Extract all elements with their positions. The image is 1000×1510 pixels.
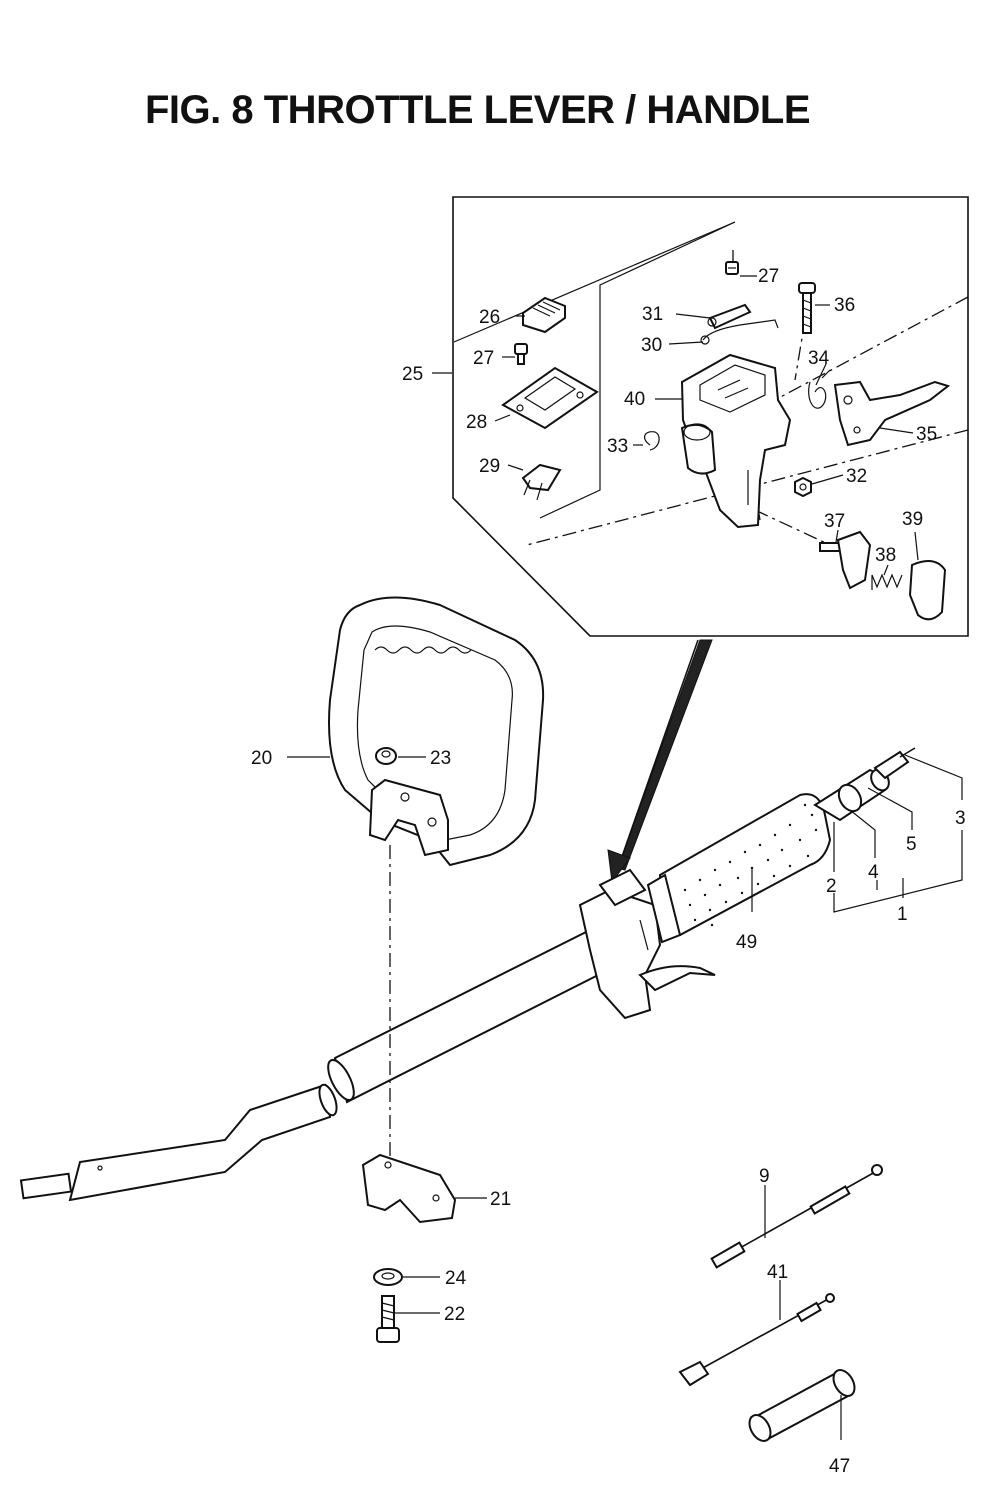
callout-31: 31 xyxy=(642,304,663,325)
callout-1: 1 xyxy=(897,904,908,925)
inset-pointer-arrow xyxy=(607,639,713,884)
callout-5: 5 xyxy=(906,834,917,855)
callout-20: 20 xyxy=(251,748,272,769)
grip-end-assembly xyxy=(813,747,916,822)
part-34-torsion-spring xyxy=(808,369,831,409)
callout-41: 41 xyxy=(767,1262,788,1283)
part-26-switch-knob xyxy=(522,296,566,334)
part-28-switch-plate xyxy=(501,366,599,430)
callout-4: 4 xyxy=(868,862,879,883)
callout-33: 33 xyxy=(607,436,628,457)
assembly-25-bracket xyxy=(539,221,736,519)
part-21-lower-clamp xyxy=(361,1153,457,1224)
callout-38: 38 xyxy=(875,545,896,566)
callout-26: 26 xyxy=(479,307,500,328)
part-41-stop-wire xyxy=(678,1293,835,1387)
callout-9: 9 xyxy=(759,1166,770,1187)
callout-25: 25 xyxy=(402,364,423,385)
callout-47: 47 xyxy=(829,1456,850,1477)
callout-40: 40 xyxy=(624,389,645,410)
part-49-grip xyxy=(646,793,832,944)
callout-37: 37 xyxy=(824,511,845,532)
callout-labels: 27 36 26 31 30 27 34 25 40 28 35 33 29 3… xyxy=(251,266,966,1477)
callout-35: 35 xyxy=(916,424,937,445)
part-35-throttle-trigger xyxy=(833,380,951,447)
part-39-lever-lock xyxy=(908,560,947,621)
part-36-long-screw xyxy=(798,282,816,334)
callout-2: 2 xyxy=(826,876,837,897)
callout-22: 22 xyxy=(444,1304,465,1325)
callout-27-left: 27 xyxy=(473,348,494,369)
part-27-screw-upper xyxy=(725,261,739,275)
part-32-nut xyxy=(794,476,812,498)
callout-36: 36 xyxy=(834,295,855,316)
part-38-spring xyxy=(871,573,903,590)
callout-34: 34 xyxy=(808,348,830,369)
callout-32: 32 xyxy=(846,466,867,487)
callout-27-upper: 27 xyxy=(758,266,779,287)
part-9-throttle-cable xyxy=(710,1164,883,1269)
callout-39: 39 xyxy=(902,509,923,530)
part-24-washer xyxy=(373,1268,403,1286)
leader-lines xyxy=(287,275,963,1440)
handle-clamp-upper xyxy=(368,778,449,857)
callout-23: 23 xyxy=(430,748,451,769)
grip-texture xyxy=(683,803,818,927)
part-27-screw-left xyxy=(514,343,528,365)
callout-24: 24 xyxy=(445,1268,467,1289)
part-29-contact-spring xyxy=(521,463,562,501)
part-47-tube xyxy=(748,1369,856,1442)
part-33-e-clip xyxy=(643,431,660,451)
callout-21: 21 xyxy=(490,1189,511,1210)
callout-3: 3 xyxy=(955,808,966,829)
part-23-nut xyxy=(375,747,397,765)
part-31-clip xyxy=(707,303,752,330)
part-37-pin xyxy=(819,530,872,590)
throttle-housing-assembled xyxy=(578,868,716,1020)
callout-29: 29 xyxy=(479,456,500,477)
callout-49: 49 xyxy=(736,932,757,953)
part-22-bolt xyxy=(376,1295,400,1343)
part-40-switch-housing xyxy=(680,353,792,529)
figure-title: FIG. 8 THROTTLE LEVER / HANDLE xyxy=(145,88,811,132)
callout-28: 28 xyxy=(466,412,487,433)
detail-inset-frame xyxy=(452,196,969,637)
callout-30: 30 xyxy=(641,335,662,356)
drive-shaft-tube xyxy=(19,923,614,1202)
part-30-wire-clip xyxy=(700,319,779,345)
